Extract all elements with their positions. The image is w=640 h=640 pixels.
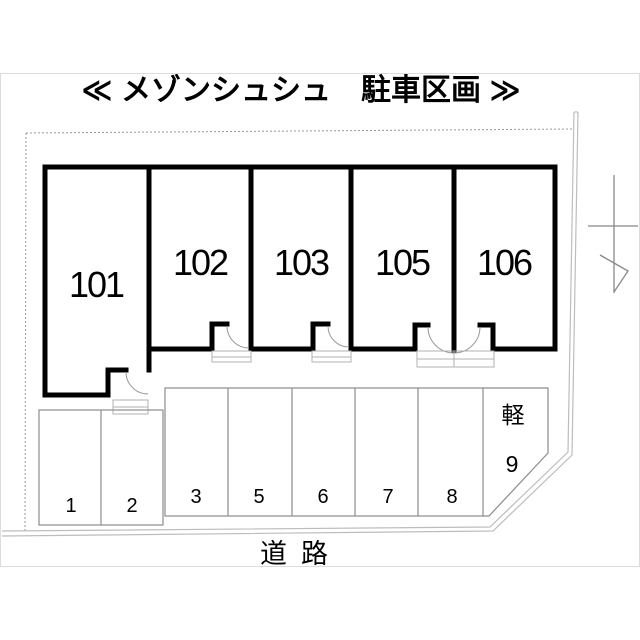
wall-bottom-103 [248, 321, 331, 352]
entrance-porch-105-106 [416, 350, 495, 368]
unit-101-label: 101 [69, 264, 124, 305]
parking-space-9-type-label: 軽 [502, 402, 525, 428]
parking-space-labels: 1 2 3 5 6 7 8 軽 9 [65, 402, 524, 517]
door-swing-icon-103 [327, 325, 350, 348]
wall-bottom-101 [42, 367, 129, 398]
door-swing-icons [125, 325, 481, 395]
parking-space-1-label: 1 [65, 495, 76, 517]
door-swing-icon-102 [226, 325, 250, 349]
road-label: 道路 [260, 539, 342, 569]
entrance-porch-103 [311, 350, 352, 363]
unit-106-label: 106 [477, 242, 532, 283]
entrance-porch-102 [211, 350, 252, 363]
entrance-porches [112, 350, 495, 415]
diagram-title: ≪ メゾンシュシュ 駐車区画 ≫ [81, 74, 520, 107]
parking-space-9-outline [483, 387, 549, 517]
wall-bottom-106 [477, 322, 558, 352]
site-boundary-line [1, 111, 579, 537]
parking-space-2-label: 2 [126, 495, 137, 517]
parking-space-9-label: 9 [506, 451, 519, 477]
parking-block-3-8 [164, 387, 484, 517]
parking-space-6-label: 6 [317, 486, 328, 508]
unit-105-label: 105 [375, 242, 430, 283]
building-walls [42, 164, 558, 398]
parking-area [38, 387, 549, 526]
wall-bottom-102 [146, 321, 230, 352]
unit-102-label: 102 [173, 242, 228, 283]
parking-space-8-label: 8 [446, 486, 457, 508]
door-swing-icon-101 [125, 371, 149, 395]
parking-space-7-label: 7 [382, 486, 393, 508]
site-boundary-dotted-line [24, 128, 574, 532]
unit-labels: 101 102 103 105 106 [69, 242, 534, 305]
parking-space-3-label: 3 [190, 486, 201, 508]
wall-bottom-105 [348, 322, 431, 352]
entrance-porch-101 [112, 399, 149, 415]
north-arrow-icon [588, 175, 638, 293]
building-outline [42, 164, 558, 398]
unit-103-label: 103 [274, 242, 329, 283]
parking-space-5-label: 5 [253, 486, 264, 508]
